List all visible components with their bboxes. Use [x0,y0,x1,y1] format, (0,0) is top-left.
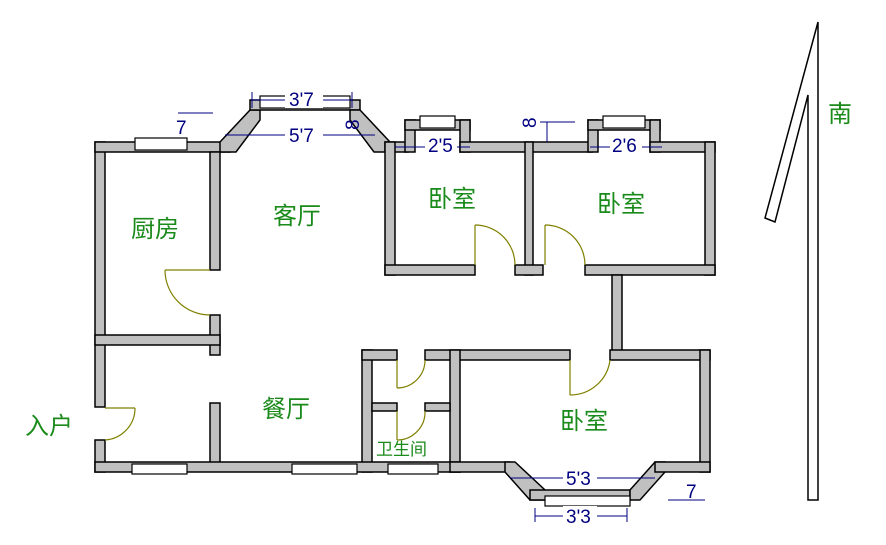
dim-bedroom3-inner: 5'3 [566,469,591,490]
room-living: 客厅 [273,202,321,230]
room-labels: 厨房 客厅 卧室 卧室 餐厅 卧室 卫生间 入户 [25,185,645,460]
room-bedroom-3: 卧室 [560,407,608,435]
marker-right: 7 [686,482,697,503]
room-dining: 餐厅 [262,395,310,423]
dimension-labels: 3'7 5'7 8 2'5 8 2'6 5'3 3'3 7 7 [176,88,697,528]
dim-living-inner: 5'7 [289,126,314,147]
marker-left: 7 [176,118,187,139]
entrance-label: 入户 [25,412,73,440]
compass-label: 南 [828,100,852,128]
room-bedroom-2: 卧室 [597,190,645,218]
doors [104,224,611,441]
north-arrow-icon [764,21,819,501]
room-kitchen: 厨房 [131,215,179,243]
dim-living-bay: 8 [343,119,364,130]
dim-bedroom1-window: 2'5 [428,136,453,157]
dim-bedroom2-window: 2'6 [612,136,637,157]
walls [94,99,716,501]
dim-bedroom-bay: 8 [520,117,541,128]
room-bathroom: 卫生间 [376,440,427,460]
dim-living-outer: 3'7 [289,90,314,111]
dim-bedroom3-outer: 3'3 [566,507,591,528]
room-bedroom-1: 卧室 [428,185,476,213]
